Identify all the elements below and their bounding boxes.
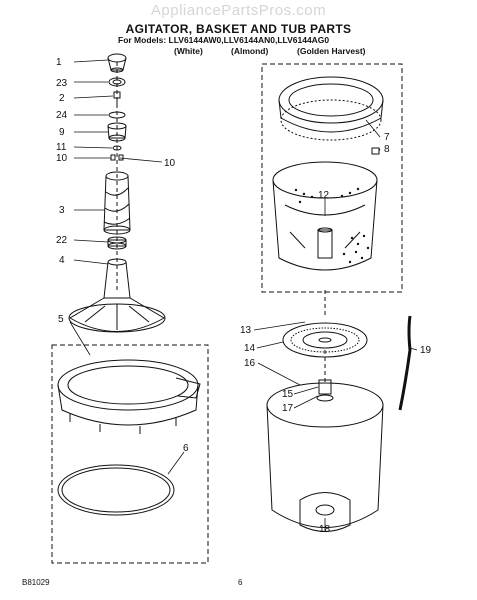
callout-13: 13 — [240, 325, 252, 336]
callout-17: 17 — [282, 403, 294, 414]
basket-drive-hub — [282, 322, 368, 358]
tub-ring-group-box — [51, 344, 209, 564]
center-post — [316, 379, 334, 402]
callout-7: 7 — [384, 132, 390, 143]
callout-2: 2 — [59, 93, 65, 104]
washer-part — [108, 111, 126, 119]
callout-16: 16 — [244, 358, 256, 369]
leader-lines — [69, 59, 418, 532]
variant-almond: (Almond) — [231, 46, 269, 56]
callout-22: 22 — [56, 235, 68, 246]
callout-9: 9 — [59, 127, 65, 138]
dogs-housing — [107, 122, 127, 142]
hose-part — [398, 315, 412, 411]
clip-part — [371, 147, 380, 155]
callout-labels: 1 23 2 24 9 11 10 10 3 22 4 5 6 7 8 12 1… — [56, 57, 432, 535]
agitator-dogs — [110, 154, 124, 161]
callout-19: 19 — [420, 345, 432, 356]
agitator-cap — [107, 53, 127, 73]
tub-ring — [57, 359, 201, 434]
agitator-bearing — [107, 236, 127, 250]
spring-part — [112, 145, 122, 151]
callout-5: 5 — [58, 314, 64, 325]
balance-ring — [278, 76, 384, 141]
callout-3: 3 — [59, 205, 65, 216]
callout-15: 15 — [282, 389, 294, 400]
models-line: For Models: LLV6144AW0,LLV6144AN0,LLV614… — [118, 35, 330, 45]
watermark: AppliancePartsPros.com — [150, 2, 327, 19]
callout-6: 6 — [183, 443, 189, 454]
tub-ring-seal — [57, 464, 175, 516]
callout-23: 23 — [56, 78, 68, 89]
lower-agitator — [68, 258, 166, 333]
callout-10-left: 10 — [56, 153, 68, 164]
callout-1: 1 — [56, 57, 62, 68]
callout-4: 4 — [59, 255, 65, 266]
callout-14: 14 — [244, 343, 256, 354]
basket-perforations — [294, 187, 370, 264]
diagram-title: AGITATOR, BASKET AND TUB PARTS — [125, 22, 352, 36]
footer-code: B81029 — [22, 578, 50, 587]
callout-8: 8 — [384, 144, 390, 155]
callout-24: 24 — [56, 110, 68, 121]
callout-18: 18 — [319, 524, 331, 535]
callout-10-right: 10 — [164, 158, 176, 169]
callout-11: 11 — [56, 142, 67, 153]
variant-golden-harvest: (Golden Harvest) — [297, 46, 366, 56]
page-number: 6 — [238, 578, 243, 587]
callout-12: 12 — [318, 190, 330, 201]
seal-part — [108, 77, 126, 87]
upper-agitator — [103, 171, 131, 235]
bolt-part — [113, 91, 121, 104]
variant-white: (White) — [174, 46, 203, 56]
